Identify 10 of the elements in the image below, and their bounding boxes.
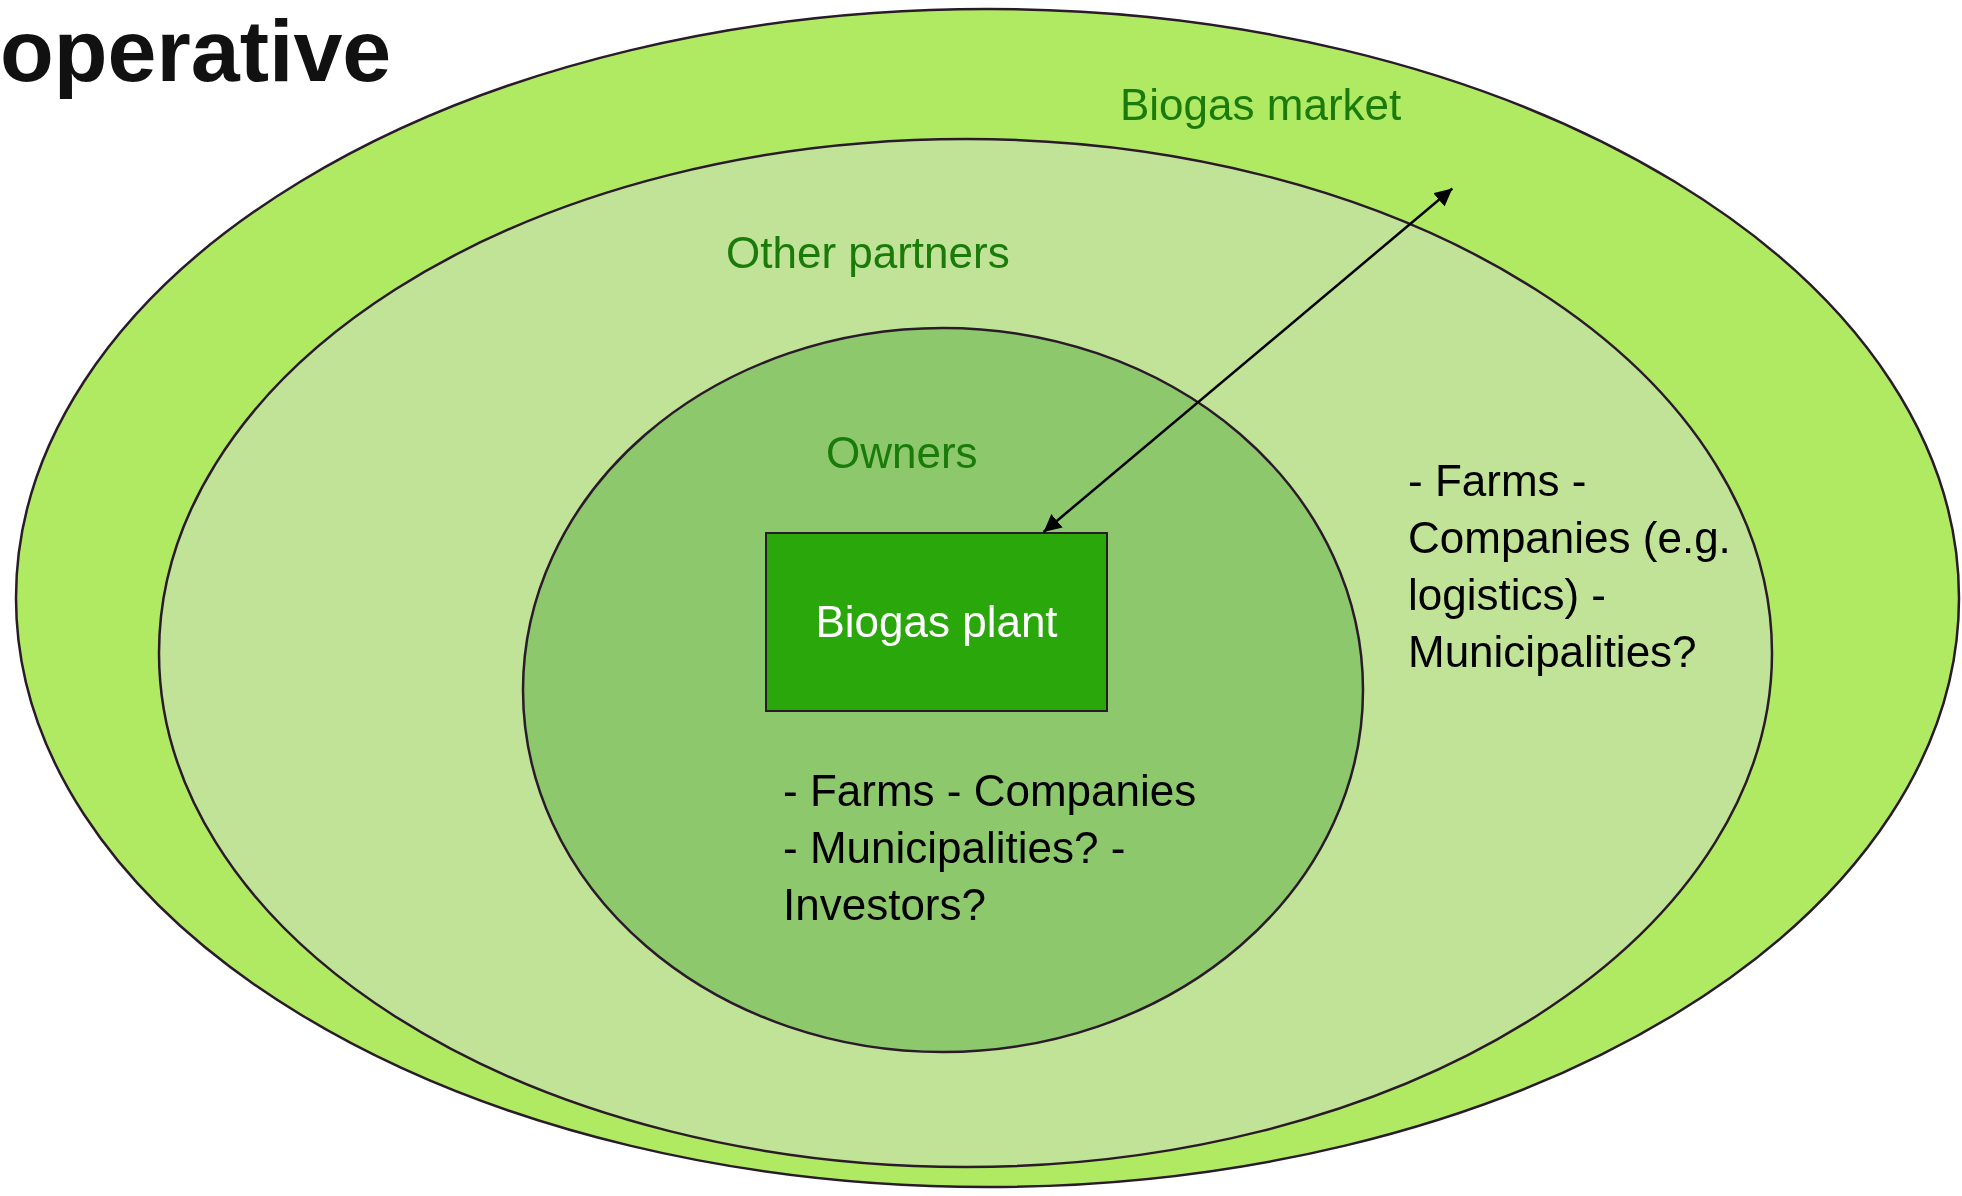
inner-ellipse [522, 327, 1364, 1053]
group-heading: Owners [826, 428, 978, 478]
middle-ellipse [158, 138, 1773, 1168]
process-box: Biogas plant [765, 532, 1108, 712]
member-list: - Farms - Companies - Municipalities? - Investors? [783, 762, 1203, 933]
group-heading: Other partners [726, 228, 1010, 278]
member-list: - Farms - Companies (e.g. logistics) - Municipalities? [1408, 452, 1768, 680]
arrow [1042, 187, 1454, 533]
title: operative [0, 0, 392, 102]
group-heading: Biogas market [1120, 80, 1402, 130]
